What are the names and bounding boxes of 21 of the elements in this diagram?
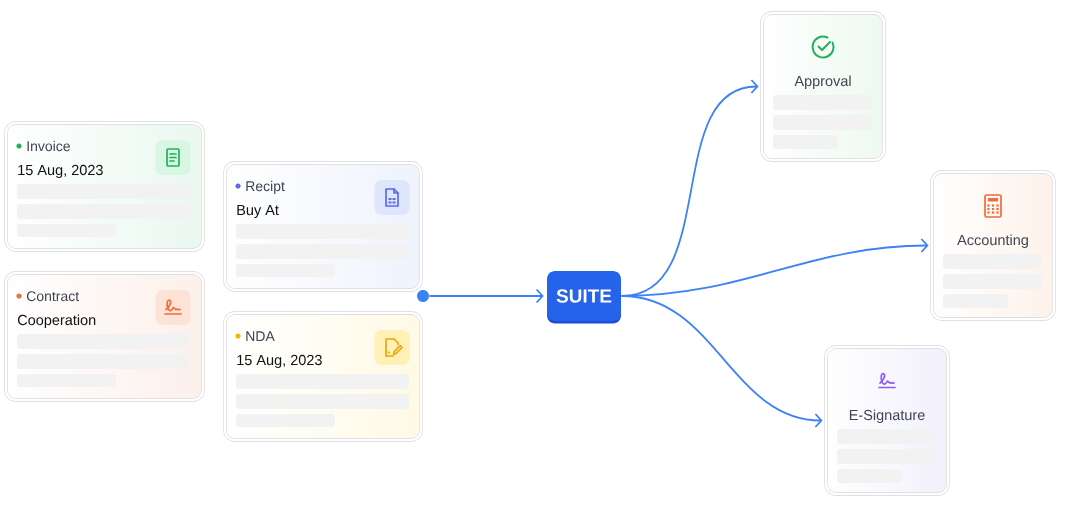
document-card — [223, 161, 423, 292]
card-label: Invoice — [27, 140, 70, 152]
card-title: Cooperation — [17, 314, 96, 328]
arrow — [429, 288, 544, 304]
document-card — [223, 311, 423, 442]
card-title: Buy At — [237, 205, 279, 218]
card-label: NDA — [246, 331, 275, 341]
card-title: 15 Aug, 2023 — [18, 164, 103, 178]
card-label: Recipt — [246, 180, 285, 194]
module-card — [824, 345, 950, 496]
card-label: Accounting — [957, 234, 1028, 248]
module-card — [930, 170, 1056, 321]
arrow — [621, 295, 823, 428]
module-card — [760, 11, 886, 162]
card-label: Approval — [794, 75, 851, 89]
document-card — [4, 271, 205, 402]
card-label: E-Signature — [849, 409, 925, 423]
document-card — [4, 121, 205, 252]
card-label: Contract — [26, 291, 79, 302]
card-title: 15 Aug, 2023 — [237, 354, 322, 368]
button: SUITE — [547, 271, 621, 324]
